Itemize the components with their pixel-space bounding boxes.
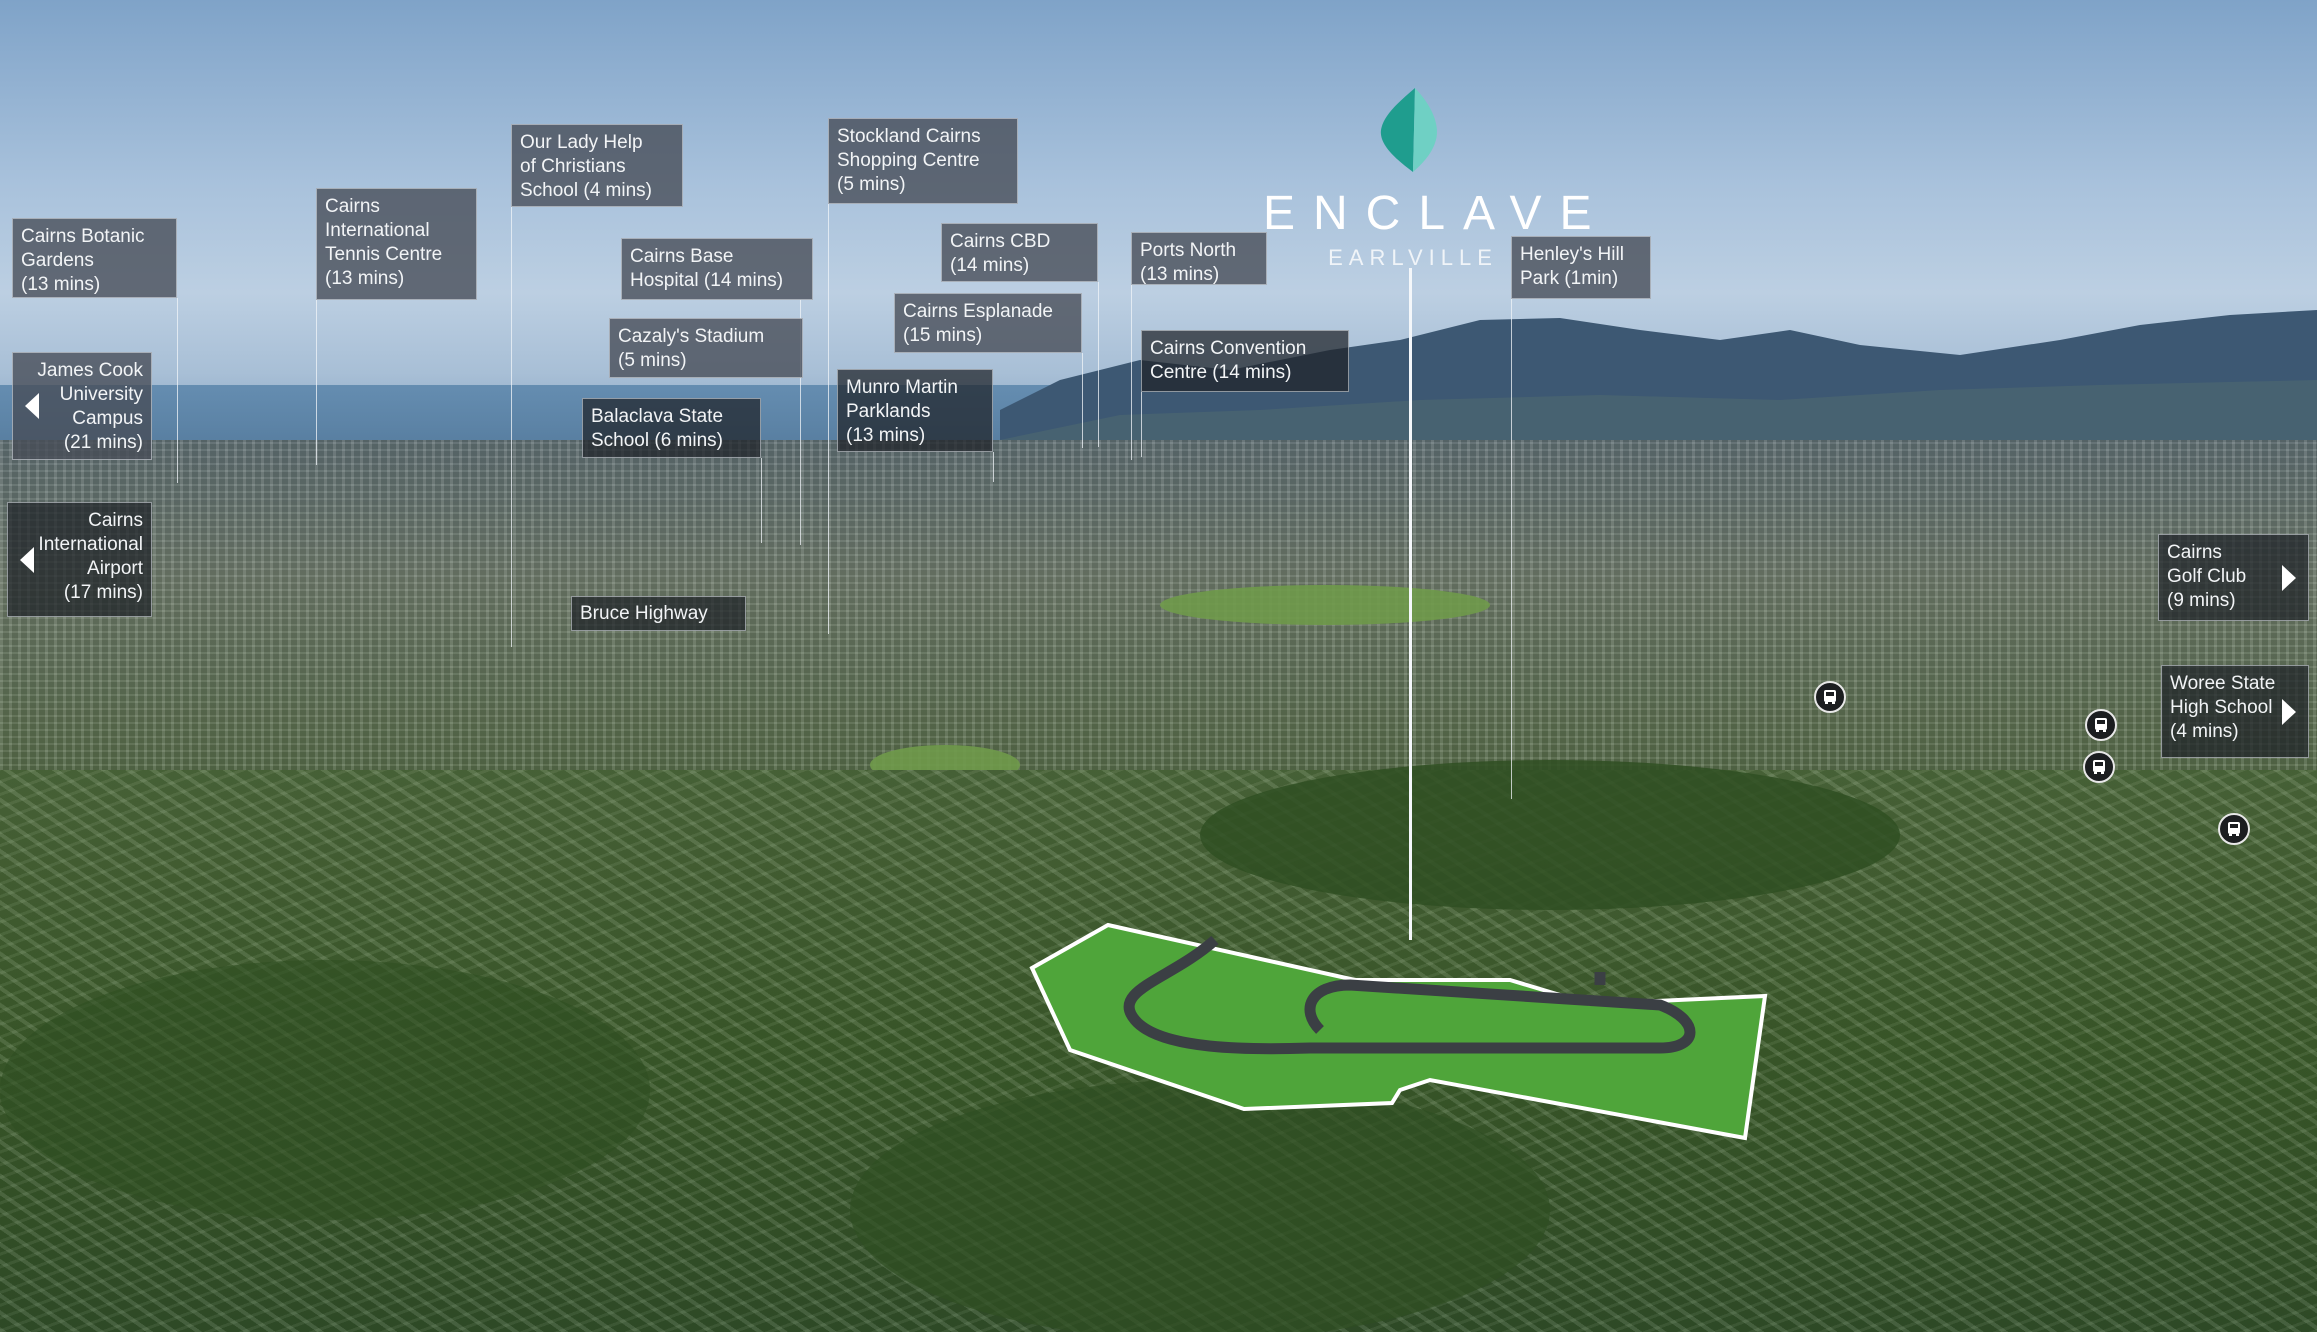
label-text: Ports North (13 mins): [1140, 240, 1237, 285]
bus-icon: [2085, 709, 2117, 741]
leader-line: [1141, 392, 1142, 457]
forest-left: [0, 960, 650, 1220]
label-tennis-centre: Cairns International Tennis Centre (13 m…: [316, 188, 477, 300]
label-text: Cairns Base Hospital (14 mins): [630, 246, 784, 291]
label-cairns-cbd: Cairns CBD (14 mins): [941, 223, 1098, 282]
leader-line: [177, 298, 178, 483]
enclave-leaf-logo-icon: [1380, 88, 1437, 172]
bus-icon: [2218, 813, 2250, 845]
forest-bottom: [850, 1080, 1550, 1332]
leader-line: [1131, 285, 1132, 460]
leader-line: [1098, 282, 1099, 447]
label-text: Cairns Convention Centre (14 mins): [1150, 338, 1307, 383]
label-cairns-convention-centre: Cairns Convention Centre (14 mins): [1141, 330, 1349, 392]
label-botanic-gardens: Cairns Botanic Gardens (13 mins): [12, 218, 177, 298]
city-area: [0, 440, 2317, 780]
label-cairns-airport: Cairns International Airport (17 mins): [7, 502, 152, 617]
label-text: Cairns Esplanade (15 mins): [903, 301, 1053, 346]
label-text: Cazaly's Stadium (5 mins): [618, 326, 765, 371]
racecourse: [1160, 585, 1490, 625]
label-cairns-esplanade: Cairns Esplanade (15 mins): [894, 293, 1082, 353]
label-text: Our Lady Help of Christians School (4 mi…: [520, 132, 652, 201]
label-balaclava-state-school: Balaclava State School (6 mins): [582, 398, 761, 458]
label-text: Cairns CBD (14 mins): [950, 231, 1051, 276]
label-text: Woree State High School (4 mins): [2170, 673, 2276, 742]
enclave-brand: ENCLAVE EARLVILLE: [1245, 85, 1610, 271]
label-our-lady-help-school: Our Lady Help of Christians School (4 mi…: [511, 124, 683, 207]
label-stockland-cairns: Stockland Cairns Shopping Centre (5 mins…: [828, 118, 1018, 204]
label-text: Bruce Highway: [580, 603, 708, 624]
leader-line: [800, 300, 801, 545]
bus-icon: [1814, 681, 1846, 713]
label-text: Cairns Botanic Gardens (13 mins): [21, 226, 145, 295]
leader-line: [511, 207, 512, 647]
brand-suburb: EARLVILLE: [1328, 245, 1498, 270]
label-james-cook-university: James Cook University Campus (21 mins): [12, 352, 152, 460]
leader-line: [1511, 299, 1512, 799]
label-cairns-base-hospital: Cairns Base Hospital (14 mins): [621, 238, 813, 300]
label-cazalys-stadium: Cazaly's Stadium (5 mins): [609, 318, 803, 378]
label-text: Stockland Cairns Shopping Centre (5 mins…: [837, 126, 981, 195]
leader-line: [1082, 353, 1083, 448]
label-bruce-highway: Bruce Highway: [571, 596, 746, 631]
brand-name: ENCLAVE: [1263, 187, 1610, 240]
henleys-hill-forest: [1200, 760, 1900, 910]
leader-line: [316, 300, 317, 465]
leader-line: [761, 458, 762, 543]
arrow-left-icon: [25, 393, 39, 419]
leader-line: [993, 452, 994, 482]
label-text: Henley's Hill Park (1min): [1520, 244, 1624, 289]
enclave-leader-line: [1409, 268, 1412, 940]
label-munro-martin-parklands: Munro Martin Parklands (13 mins): [837, 369, 993, 452]
label-henleys-hill-park: Henley's Hill Park (1min): [1511, 236, 1651, 299]
label-ports-north: Ports North (13 mins): [1131, 232, 1267, 285]
arrow-right-icon: [2282, 698, 2296, 725]
label-cairns-golf-club: Cairns Golf Club (9 mins): [2158, 534, 2309, 621]
label-woree-state-high-school: Woree State High School (4 mins): [2161, 665, 2309, 758]
bus-icon: [2083, 751, 2115, 783]
label-text: Munro Martin Parklands (13 mins): [846, 377, 958, 446]
label-text: Cairns International Airport (17 mins): [38, 510, 143, 603]
leader-line: [828, 204, 829, 634]
label-text: Balaclava State School (6 mins): [591, 406, 724, 451]
arrow-right-icon: [2282, 564, 2296, 591]
arrow-left-icon: [20, 546, 34, 573]
label-text: Cairns International Tennis Centre (13 m…: [325, 196, 443, 289]
label-text: James Cook University Campus (21 mins): [37, 360, 143, 453]
label-text: Cairns Golf Club (9 mins): [2167, 542, 2247, 611]
